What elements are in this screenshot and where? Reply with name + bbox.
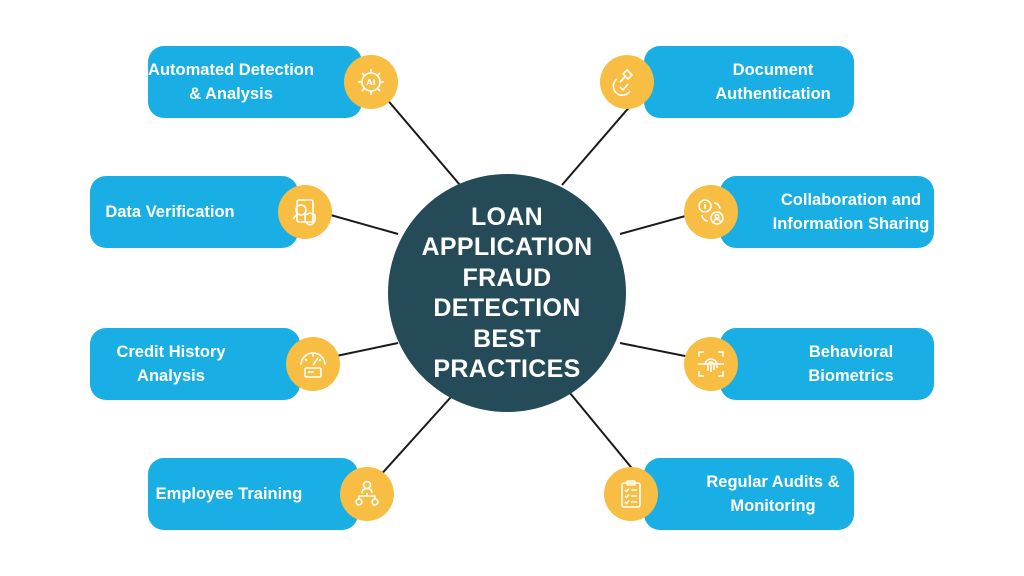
hub-title-line: APPLICATION — [421, 233, 593, 261]
node-label-line: Analysis — [137, 367, 205, 385]
node-collaboration: Collaboration and Information Sharing — [720, 176, 934, 248]
connector-employee-training — [377, 386, 461, 479]
document-magnifier-shield-icon — [278, 185, 332, 239]
node-credit-history: Credit History Analysis — [90, 328, 300, 400]
hub-title-line: LOAN — [470, 202, 544, 231]
node-label-line: Data Verification — [105, 203, 235, 221]
node-label-line: Authentication — [715, 85, 831, 103]
node-label-line: & Analysis — [189, 85, 273, 103]
stamp-check-icon — [600, 55, 654, 109]
team-hierarchy-icon — [340, 467, 394, 521]
hub-title-line: FRAUD — [462, 263, 552, 292]
node-data-verification: Data Verification — [90, 176, 298, 248]
svg-text:AI: AI — [366, 78, 375, 87]
information-exchange-icon — [684, 185, 738, 239]
node-label-line: Regular Audits & — [706, 473, 840, 491]
connector-document-authentication — [561, 96, 639, 186]
connector-automated-detection — [384, 96, 461, 186]
node-label-line: Information Sharing — [772, 215, 930, 233]
hub-title-line: DETECTION — [433, 294, 581, 322]
node-document-authentication: Document Authentication — [644, 46, 854, 118]
node-label-line: Credit History — [116, 343, 226, 361]
credit-score-gauge-icon — [286, 337, 340, 391]
audit-checklist-icon — [604, 467, 658, 521]
connector-regular-audits — [564, 386, 641, 479]
center-hub: LOAN APPLICATION FRAUD DETECTION BEST PR… — [388, 174, 626, 412]
hub-title-line: PRACTICES — [433, 355, 581, 383]
hub-title: LOAN APPLICATION FRAUD DETECTION BEST PR… — [407, 202, 607, 385]
node-employee-training: Employee Training — [148, 458, 358, 530]
fingerprint-scan-icon — [684, 337, 738, 391]
connector-data-verification — [319, 211, 399, 235]
node-automated-detection: Automated Detection & Analysis — [148, 46, 362, 118]
node-label-line: Employee Training — [155, 485, 303, 503]
node-label-line: Biometrics — [808, 367, 894, 385]
node-regular-audits: Regular Audits & Monitoring — [644, 458, 854, 530]
node-label-line: Automated Detection — [148, 61, 314, 79]
ai-gear-icon: AI — [344, 55, 398, 109]
node-label-line: Collaboration and — [780, 191, 922, 209]
node-label-line: Monitoring — [730, 497, 816, 515]
node-label-line: Document — [732, 61, 814, 79]
node-behavioral-biometrics: Behavioral Biometrics — [720, 328, 934, 400]
node-label-line: Behavioral — [808, 343, 894, 361]
hub-title-line: BEST — [473, 324, 541, 353]
